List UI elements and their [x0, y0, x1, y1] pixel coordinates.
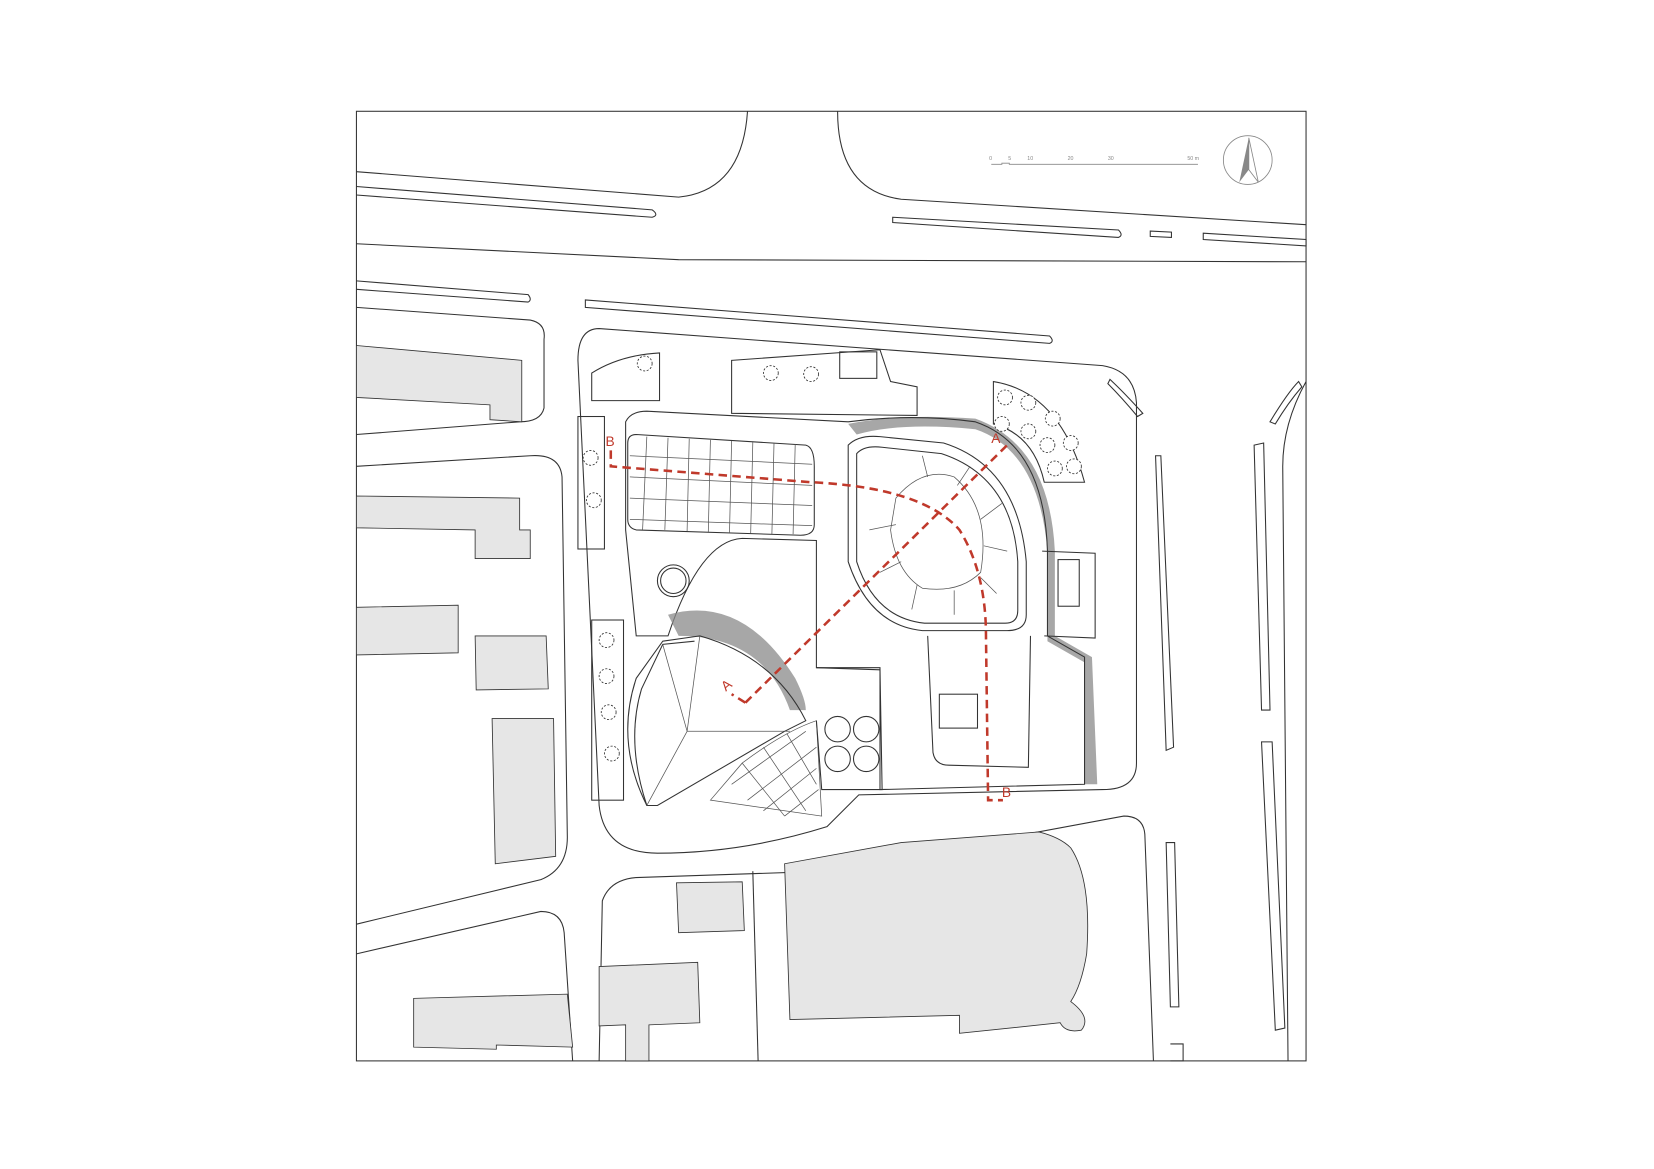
- roads: [356, 111, 1307, 1062]
- section-line-a: [730, 444, 1009, 704]
- section-label-b-end: B: [1002, 785, 1011, 800]
- site-boundary: [577, 328, 1138, 854]
- landscape: [577, 349, 1086, 801]
- section-label-a-start: A: [991, 431, 1001, 446]
- scale-tick-0: 0: [989, 156, 992, 162]
- scale-tick-50: 50 m: [1187, 156, 1199, 162]
- scale-bar: 0 5 10 20 30 50 m: [989, 156, 1200, 165]
- scale-tick-30: 30: [1108, 156, 1114, 162]
- section-line-b: [609, 450, 1003, 802]
- building-southwest-dome: [627, 564, 883, 817]
- roof-grid: [629, 436, 813, 535]
- section-label-b-start: B: [605, 434, 614, 449]
- scale-tick-20: 20: [1068, 156, 1074, 162]
- scale-tick-10: 10: [1027, 156, 1033, 162]
- neighbouring-buildings: [356, 345, 1089, 1062]
- scale-tick-5: 5: [1008, 156, 1011, 162]
- building-east-block: [625, 410, 1098, 791]
